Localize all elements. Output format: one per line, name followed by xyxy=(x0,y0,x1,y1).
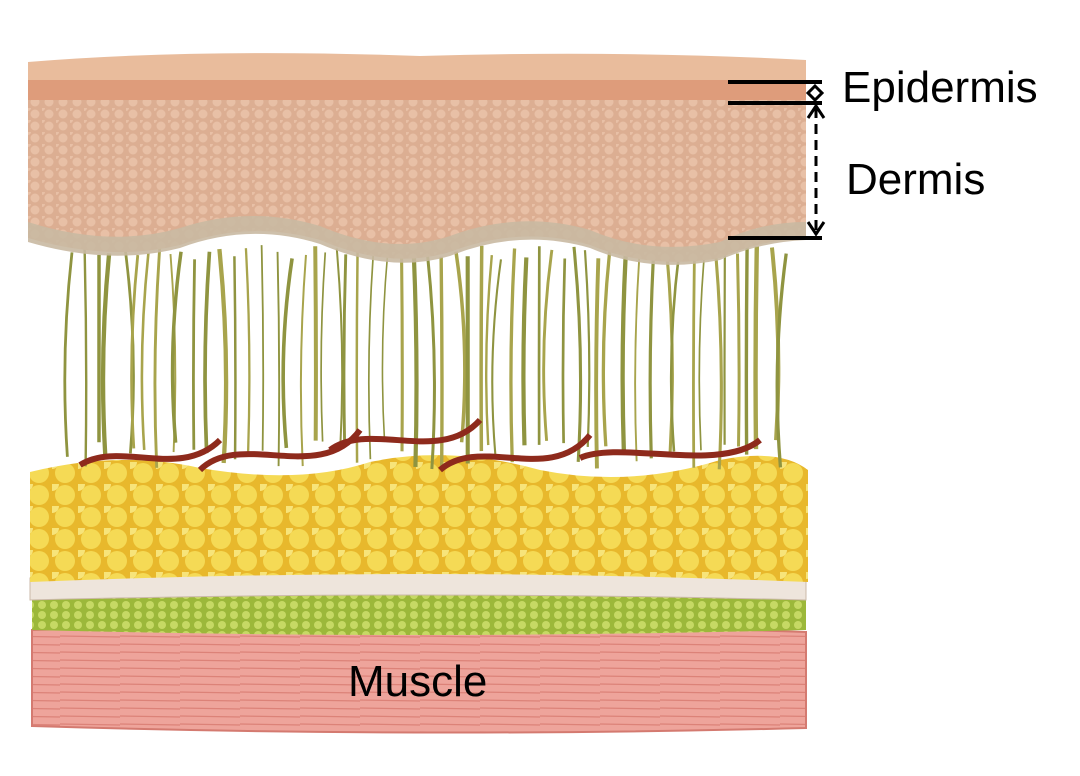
fiber xyxy=(63,252,74,457)
label-epidermis: Epidermis xyxy=(842,63,1038,112)
fiber xyxy=(572,246,583,462)
fiber xyxy=(399,251,404,452)
fiber xyxy=(320,252,327,442)
fiber xyxy=(735,253,741,447)
fiber xyxy=(561,258,567,444)
fiber xyxy=(217,248,229,464)
fiber xyxy=(775,253,788,468)
fiber xyxy=(411,246,419,468)
fiber xyxy=(83,246,88,467)
fiber xyxy=(381,246,390,443)
fiber xyxy=(244,248,251,452)
fiber xyxy=(342,254,348,443)
fat-layer xyxy=(30,455,808,582)
label-muscle: Muscle xyxy=(348,657,488,706)
fiber xyxy=(509,248,517,463)
fiber xyxy=(425,251,436,470)
arrow-head-up-icon xyxy=(806,103,826,119)
fiber xyxy=(542,249,554,441)
fiber xyxy=(698,258,705,451)
fiber xyxy=(713,250,723,470)
fiber xyxy=(479,245,484,452)
epidermis-edge xyxy=(28,80,806,100)
connective-fibers xyxy=(63,244,788,470)
green-tissue-layer xyxy=(32,593,806,635)
annotation-markers xyxy=(728,80,826,240)
fiber xyxy=(439,256,444,468)
fiber xyxy=(100,253,112,455)
fiber xyxy=(203,251,212,454)
fiber xyxy=(313,246,318,441)
blood-vessel xyxy=(328,417,483,453)
fiber xyxy=(153,246,162,468)
fiber xyxy=(491,259,503,456)
blood-vessels xyxy=(78,417,762,473)
fiber xyxy=(744,244,749,455)
arrow-head-down-icon xyxy=(806,221,826,237)
fiber xyxy=(601,246,612,447)
fiber xyxy=(594,258,601,469)
fiber xyxy=(648,259,655,459)
fiber xyxy=(276,251,281,467)
fiber xyxy=(620,249,629,451)
epidermis-diamond-marker xyxy=(805,83,825,103)
fiber xyxy=(485,255,494,446)
blood-vessel xyxy=(438,433,593,473)
fiber xyxy=(521,257,529,446)
fiber xyxy=(260,245,265,451)
fiber xyxy=(454,251,467,443)
fiber xyxy=(583,250,591,447)
dermis-base xyxy=(28,215,806,265)
label-dermis: Dermis xyxy=(846,155,986,204)
fiber xyxy=(692,256,696,468)
fiber xyxy=(233,256,237,460)
fiber xyxy=(170,251,183,443)
fiber xyxy=(367,255,375,460)
fiber xyxy=(669,253,681,452)
fiber xyxy=(192,259,196,450)
fiber xyxy=(335,248,344,449)
fiber xyxy=(140,253,150,450)
fiber xyxy=(634,256,641,462)
fiber xyxy=(130,254,140,449)
fiber xyxy=(281,258,294,449)
blood-vessel xyxy=(578,437,762,461)
blood-vessel xyxy=(78,437,223,468)
fiber xyxy=(299,254,307,467)
fiber xyxy=(753,246,760,450)
